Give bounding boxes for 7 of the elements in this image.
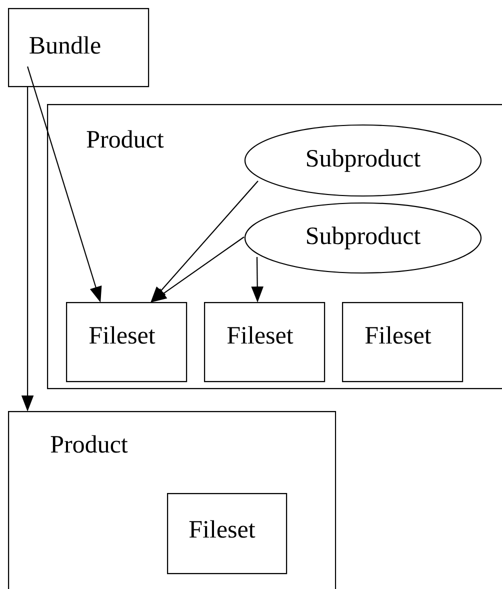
box: Fileset: [204, 302, 326, 382]
box: Fileset: [66, 302, 188, 382]
box: Fileset: [342, 302, 464, 382]
box: Bundle: [8, 8, 150, 88]
ellipse-node: Subproduct: [244, 202, 482, 274]
box: Fileset: [167, 493, 288, 574]
ellipse-node: Subproduct: [244, 124, 482, 197]
